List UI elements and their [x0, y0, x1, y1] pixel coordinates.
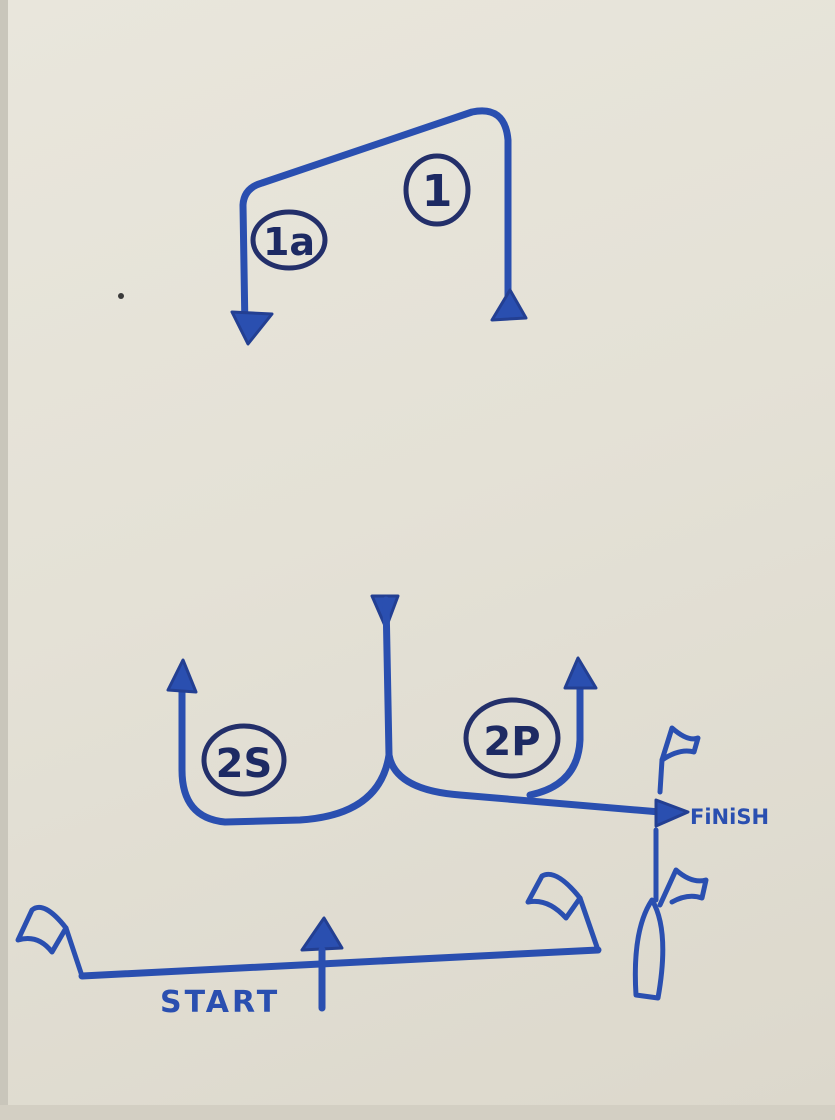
label-1-circle: 1: [403, 153, 471, 227]
mark-port-gate-icon: [166, 658, 198, 694]
label-1: 1: [422, 166, 453, 217]
finish-arrow-icon: [654, 798, 690, 828]
label-1a-circle: 1a: [250, 209, 328, 271]
course-line-2p: [385, 751, 664, 816]
board-speck: [118, 293, 124, 299]
mark-starboard-gate-icon: [563, 656, 598, 690]
label-2p-circle: 2P: [463, 697, 561, 779]
label-2s: 2S: [216, 741, 273, 787]
mark-buoy-1a-icon: [230, 310, 274, 346]
start-flag-right-icon: [525, 871, 601, 953]
finish-label: FiNiSH: [690, 805, 769, 829]
committee-boat-icon: [632, 867, 709, 1001]
board-edge-bottom: [0, 1105, 835, 1120]
course-line-1: [239, 107, 512, 334]
start-label: START: [160, 985, 280, 1020]
start-flag-left-icon: [15, 904, 85, 979]
mark-buoy-1-icon: [490, 288, 528, 322]
course-line-2s: [178, 676, 393, 826]
board-edge-left: [0, 0, 8, 1120]
label-1a: 1a: [263, 220, 315, 264]
course-line-2p-turn: [526, 676, 584, 799]
start-arrow-icon: [300, 916, 344, 952]
label-2s-circle: 2S: [201, 723, 287, 797]
start-line: [78, 946, 602, 980]
label-2p: 2P: [483, 719, 540, 765]
finish-flag-upper-icon: [657, 725, 701, 795]
course-line-center: [382, 596, 393, 759]
